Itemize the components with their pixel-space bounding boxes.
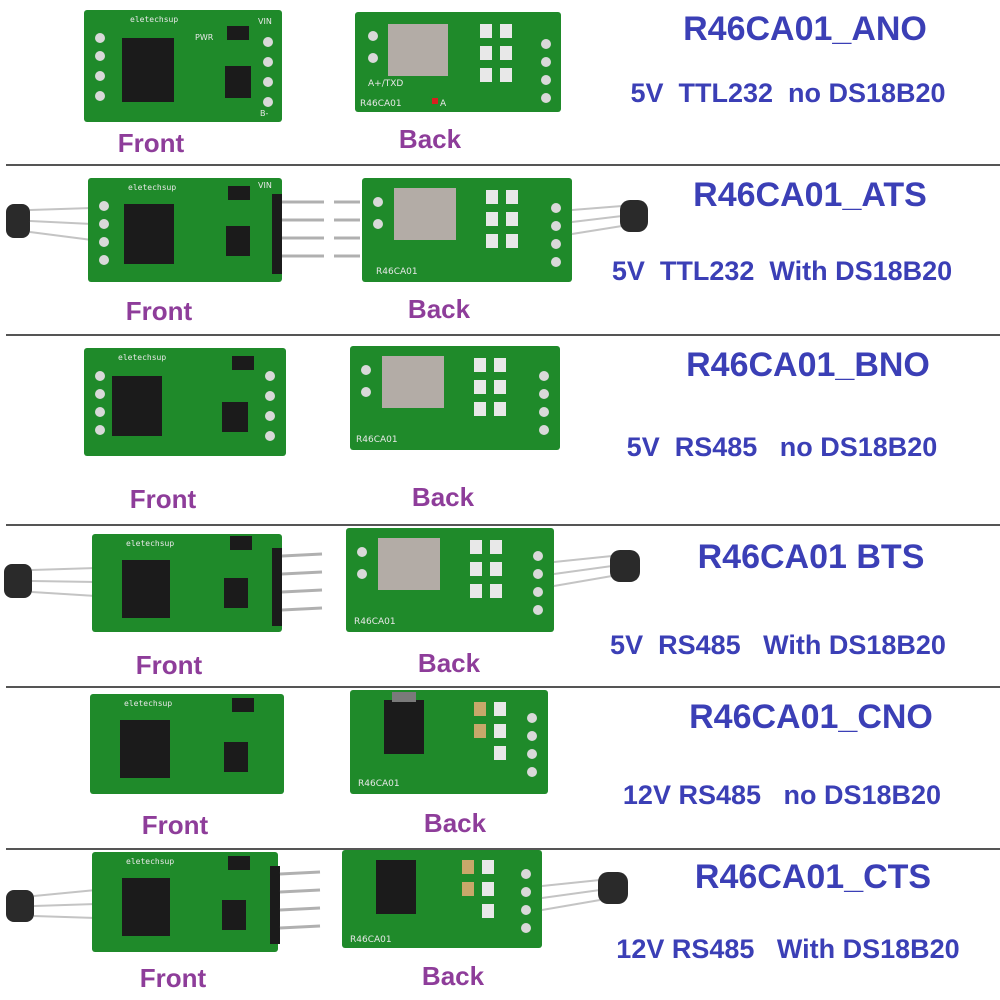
variant-spec: 12V RS485 With DS18B20 bbox=[616, 934, 960, 964]
variant-title: R46CA01_CNO bbox=[689, 698, 933, 736]
variant-row-bts: eletechsup R46CA01 Front Back R46CA01 BT… bbox=[0, 526, 1000, 686]
brand-text: eletechsup bbox=[130, 15, 178, 24]
sensor-probe-right bbox=[541, 872, 628, 911]
row-divider bbox=[6, 164, 1000, 166]
front-label: Front bbox=[141, 810, 209, 840]
brand-text: eletechsup bbox=[126, 857, 174, 866]
model-text: R46CA01 bbox=[356, 435, 398, 445]
product-photo: eletechsup R46CA01 bbox=[4, 528, 640, 632]
front-board: eletechsup VIN bbox=[88, 178, 282, 282]
back-label: Back bbox=[398, 124, 462, 154]
row-divider bbox=[6, 334, 1000, 336]
front-board: eletechsup bbox=[92, 534, 282, 632]
model-text: R46CA01 bbox=[350, 935, 392, 945]
variant-title: R46CA01_ATS bbox=[693, 176, 927, 214]
front-board: eletechsup bbox=[92, 852, 278, 952]
back-board: A+/TXD R46CA01 A bbox=[355, 12, 561, 112]
variant-title: R46CA01 BTS bbox=[697, 538, 925, 576]
model-text: R46CA01 bbox=[358, 779, 400, 789]
model-text: R46CA01 bbox=[376, 267, 418, 277]
b-minus-text: B- bbox=[260, 109, 268, 118]
product-photo: eletechsup VIN R46CA01 bbox=[6, 178, 648, 282]
product-photo: eletechsup PWR VIN B- A+/TXD R46CA01 A bbox=[84, 10, 561, 122]
row-divider bbox=[6, 686, 1000, 688]
back-board: R46CA01 bbox=[350, 690, 548, 794]
front-board: eletechsup bbox=[90, 694, 284, 794]
model-text: R46CA01 bbox=[360, 99, 402, 109]
product-photo: eletechsup R46CA01 bbox=[6, 850, 628, 952]
voltage-regulator bbox=[376, 860, 416, 914]
row-divider bbox=[6, 524, 1000, 526]
a-text: A bbox=[440, 99, 447, 109]
sensor-probe-right bbox=[571, 200, 648, 235]
sensor-probe-left bbox=[4, 564, 97, 598]
product-photo: eletechsup R46CA01 bbox=[90, 690, 548, 794]
front-label: Front bbox=[139, 963, 207, 993]
variant-spec: 5V RS485 no DS18B20 bbox=[626, 432, 938, 462]
brand-text: eletechsup bbox=[128, 183, 176, 192]
vin-text: VIN bbox=[258, 181, 272, 190]
sensor-probe-left bbox=[6, 204, 93, 241]
brand-text: eletechsup bbox=[126, 539, 174, 548]
variant-title: R46CA01_ANO bbox=[683, 10, 927, 48]
model-text: R46CA01 bbox=[354, 617, 396, 627]
sensor-probe-right bbox=[553, 550, 640, 587]
back-board: R46CA01 bbox=[350, 346, 560, 450]
back-label: Back bbox=[423, 808, 487, 838]
vin-text: VIN bbox=[258, 17, 272, 26]
front-label: Front bbox=[135, 650, 203, 680]
variant-spec: 5V RS485 With DS18B20 bbox=[610, 630, 946, 660]
sensor-probe-left bbox=[6, 889, 97, 922]
back-board: R46CA01 bbox=[342, 850, 542, 948]
back-board: R46CA01 bbox=[362, 178, 572, 282]
back-label: Back bbox=[411, 482, 475, 512]
variant-title: R46CA01_BNO bbox=[686, 346, 930, 384]
pin-header bbox=[272, 194, 360, 274]
brand-text: eletechsup bbox=[124, 699, 172, 708]
pin-header bbox=[272, 548, 323, 626]
variant-row-cno: eletechsup R46CA01 Front Back R46CA01_CN… bbox=[0, 688, 1000, 848]
variant-row-cts: eletechsup R46CA01 Front Back R46CA01_CT… bbox=[0, 850, 1000, 1000]
variant-row-ats: eletechsup VIN R46CA01 Front Back R46CA0… bbox=[0, 166, 1000, 336]
row-divider bbox=[6, 848, 1000, 850]
variant-row-bno: eletechsup R46CA01 Front Back R46CA01_BN… bbox=[0, 336, 1000, 526]
voltage-regulator bbox=[384, 700, 424, 754]
brand-text: eletechsup bbox=[118, 353, 166, 362]
pin-header bbox=[270, 866, 321, 944]
variant-spec: 12V RS485 no DS18B20 bbox=[622, 780, 942, 810]
front-board: eletechsup bbox=[84, 348, 286, 456]
front-label: Front bbox=[117, 128, 185, 158]
variant-title: R46CA01_CTS bbox=[694, 858, 932, 896]
pwr-text: PWR bbox=[195, 33, 214, 42]
a-txd-text: A+/TXD bbox=[368, 79, 403, 89]
back-board: R46CA01 bbox=[346, 528, 554, 632]
variant-spec: 5V TTL232 With DS18B20 bbox=[611, 256, 953, 286]
back-label: Back bbox=[407, 294, 471, 324]
front-board: eletechsup PWR VIN B- bbox=[84, 10, 282, 122]
variant-spec: 5V TTL232 no DS18B20 bbox=[630, 78, 946, 108]
product-photo: eletechsup R46CA01 bbox=[84, 346, 560, 456]
back-label: Back bbox=[421, 961, 485, 991]
variant-row-ano: eletechsup PWR VIN B- A+/TXD R46CA01 A F… bbox=[0, 0, 1000, 165]
front-label: Front bbox=[129, 484, 197, 514]
front-label: Front bbox=[125, 296, 193, 326]
back-label: Back bbox=[417, 648, 481, 678]
